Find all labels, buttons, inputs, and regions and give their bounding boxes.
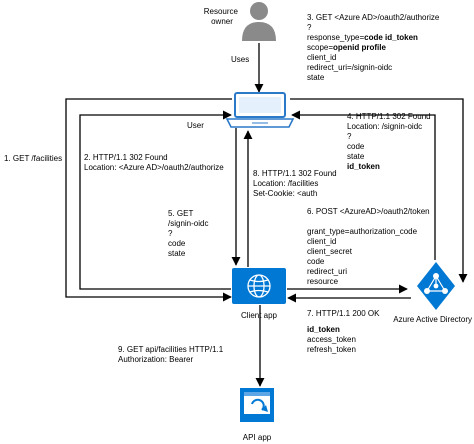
client-app-label: Client app xyxy=(241,311,278,320)
person-icon xyxy=(242,2,276,41)
step3-arrow xyxy=(290,98,468,283)
step5-label: 5. GET /signin-oidc ? code state xyxy=(168,209,211,258)
api-app-icon xyxy=(240,388,274,422)
step8-label: 8. HTTP/1.1 302 Found Location: /facilit… xyxy=(253,169,339,198)
step4-label: 4. HTTP/1.1 302 Found Location: /signin-… xyxy=(347,112,433,171)
globe-icon xyxy=(232,268,286,304)
step2-arrow xyxy=(79,110,232,290)
resource-owner-label: Resource owner xyxy=(204,7,240,26)
api-app-label: API app xyxy=(243,433,272,442)
step2-label: 2. HTTP/1.1 302 Found Location: <Azure A… xyxy=(84,153,224,172)
laptop-icon xyxy=(225,92,295,128)
step1-label: 1. GET /facilities xyxy=(4,154,62,163)
step4-arrow xyxy=(291,110,436,260)
azure-ad-icon xyxy=(417,262,455,310)
step9-label: 9. GET api/facilities HTTP/1.1 Authoriza… xyxy=(118,345,225,364)
azure-ad-label: Azure Active Directory xyxy=(393,315,472,324)
user-label: User xyxy=(187,121,204,130)
step6-label: 6. POST <AzureAD>/oauth2/token grant_typ… xyxy=(307,207,432,286)
step3-label: 3. GET <Azure AD>/oauth2/authorize ? res… xyxy=(307,13,442,82)
step1-arrow xyxy=(65,98,232,302)
uses-label: Uses xyxy=(231,55,249,64)
step7-label: 7. HTTP/1.1 200 OK id_token access_token… xyxy=(307,309,382,354)
